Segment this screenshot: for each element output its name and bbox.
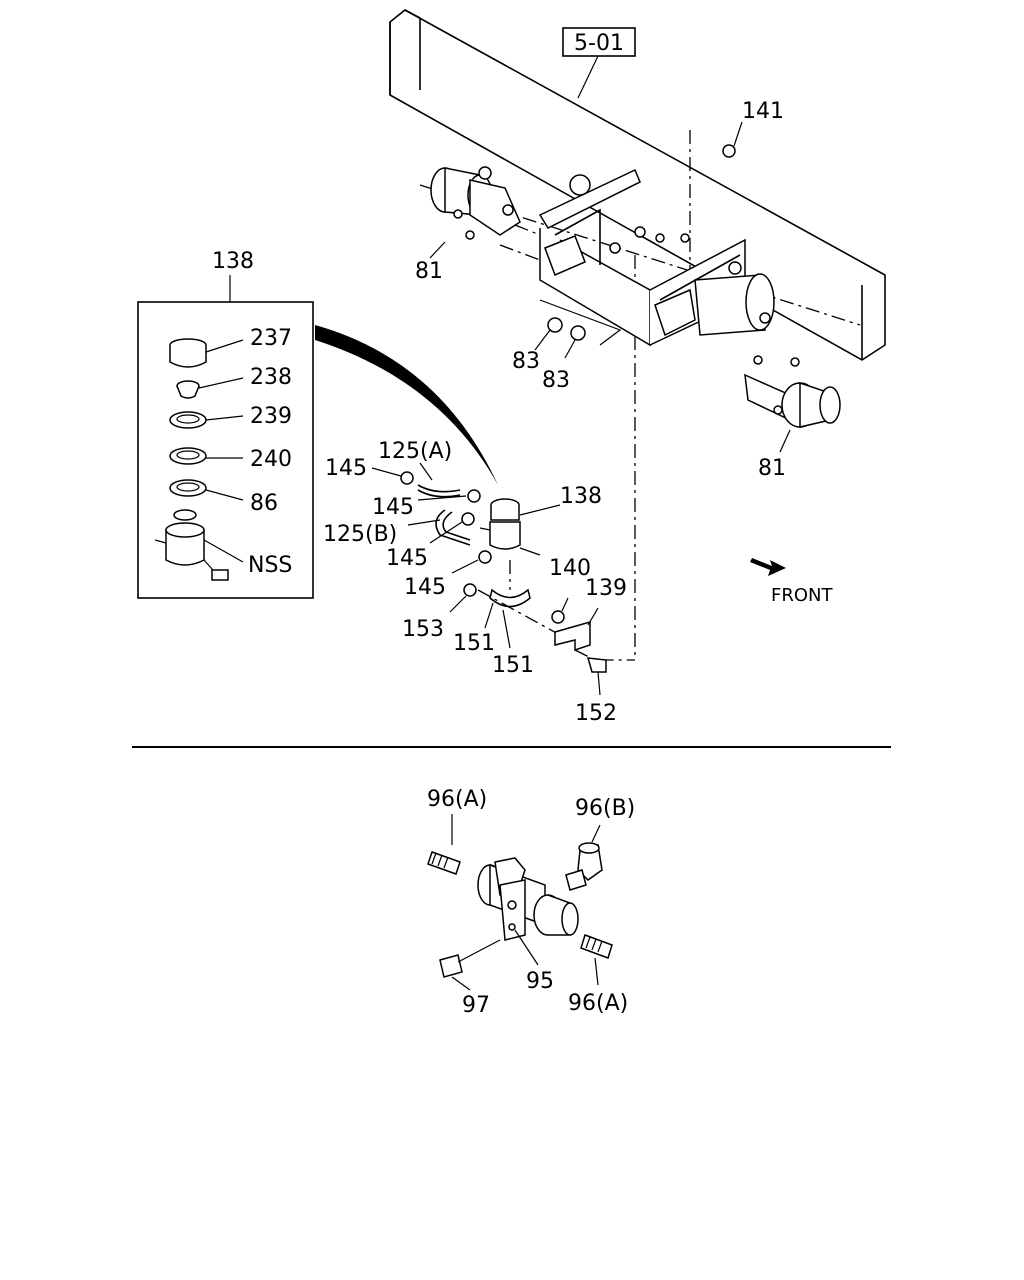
label-96a-top: 96(A): [427, 787, 487, 812]
fitting-96a-left: [427, 814, 461, 875]
reservoir-kit-box: [137, 275, 314, 599]
clamp-145d: [478, 550, 492, 564]
label-152: 152: [575, 701, 617, 726]
kit-pointer: [315, 325, 498, 485]
brake-chamber-left: [430, 166, 521, 240]
clamp-145a: [400, 471, 414, 485]
front-arrow-icon: [750, 558, 786, 576]
upper-assembly: [419, 121, 861, 660]
label-86: 86: [250, 491, 278, 516]
nuts-83: [534, 299, 622, 359]
label-nss: NSS: [248, 553, 292, 578]
bracket-139: [554, 621, 591, 652]
label-125a: 125(A): [378, 439, 452, 464]
label-145-d: 145: [404, 575, 446, 600]
bolt-140: [551, 610, 565, 624]
nut-141: [722, 121, 743, 158]
label-front: FRONT: [771, 585, 833, 606]
label-138-kit: 138: [212, 249, 254, 274]
brake-chamber-right: [744, 355, 841, 428]
reference-label: 5-01: [574, 31, 624, 56]
label-83-b: 83: [542, 368, 570, 393]
label-96b: 96(B): [575, 796, 635, 821]
label-238: 238: [250, 365, 292, 390]
bolt-152: [586, 657, 607, 673]
label-83-a: 83: [512, 349, 540, 374]
label-140: 140: [549, 556, 591, 581]
frame-rail: [389, 9, 886, 361]
label-145-b: 145: [372, 495, 414, 520]
label-95: 95: [526, 969, 554, 994]
nut-153: [463, 583, 477, 597]
seal-240: [169, 447, 243, 465]
label-151-a: 151: [453, 631, 495, 656]
air-chamber-upper: [694, 261, 775, 336]
fitting-96b: [565, 824, 603, 891]
bolt-97: [439, 939, 501, 991]
clamp-145c: [461, 512, 475, 526]
ring-239: [169, 411, 244, 429]
label-145-a: 145: [325, 456, 367, 481]
strainer-238: [176, 377, 244, 399]
reservoir-parts: [371, 462, 635, 696]
reservoir-body-nss: [154, 509, 244, 581]
hose-125b: [435, 509, 471, 546]
label-153: 153: [402, 617, 444, 642]
band-151: [489, 588, 531, 608]
label-97: 97: [462, 993, 490, 1018]
label-240: 240: [250, 447, 292, 472]
fitting-96a-right: [580, 934, 613, 986]
label-139: 139: [585, 576, 627, 601]
lower-valve-assembly: [427, 814, 613, 991]
hose-125a: [417, 484, 461, 493]
reference-box: 5-01: [562, 27, 636, 99]
label-81-right: 81: [758, 456, 786, 481]
label-81-left: 81: [415, 259, 443, 284]
clamp-145b: [467, 489, 481, 503]
label-145-c: 145: [386, 546, 428, 571]
oring-86: [169, 479, 244, 501]
label-125b: 125(B): [323, 522, 397, 547]
label-151-b: 151: [492, 653, 534, 678]
label-138: 138: [560, 484, 602, 509]
label-96a-bottom: 96(A): [568, 991, 628, 1016]
label-141: 141: [742, 99, 784, 124]
reservoir-138: [479, 498, 561, 556]
label-237: 237: [250, 326, 292, 351]
cap-237: [169, 338, 244, 368]
label-239: 239: [250, 404, 292, 429]
valve-body-95: [477, 857, 579, 966]
